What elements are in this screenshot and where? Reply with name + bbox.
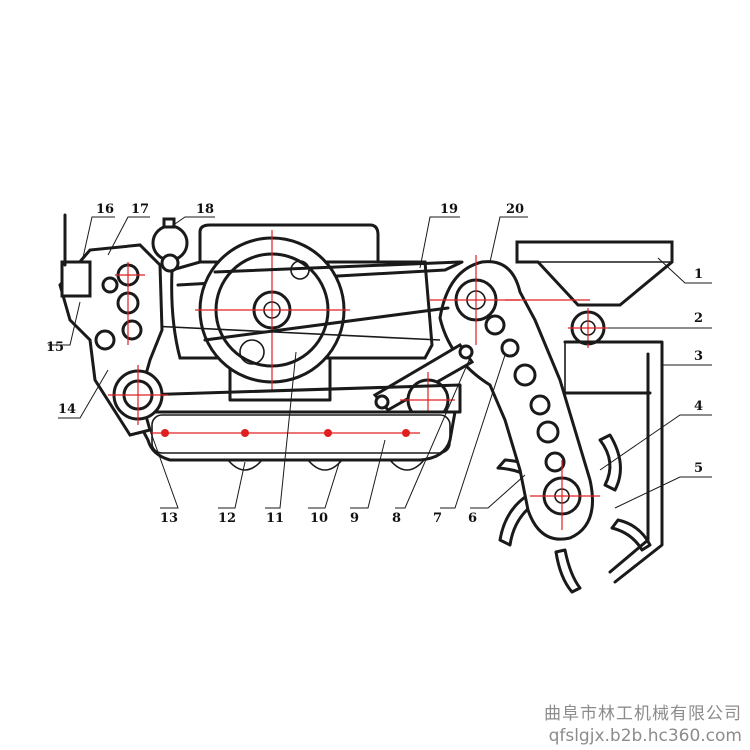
callout-10: 10 bbox=[310, 511, 328, 526]
callout-20: 20 bbox=[506, 202, 524, 217]
feed-roller bbox=[568, 308, 608, 348]
callout-4: 4 bbox=[694, 399, 703, 414]
callout-5: 5 bbox=[694, 461, 703, 476]
callout-3: 3 bbox=[694, 349, 703, 364]
hopper bbox=[515, 240, 674, 307]
callout-13: 13 bbox=[160, 511, 178, 526]
callout-7: 7 bbox=[433, 511, 442, 526]
callout-18: 18 bbox=[196, 202, 214, 217]
callout-19: 19 bbox=[440, 202, 458, 217]
callout-16: 16 bbox=[96, 202, 114, 217]
gauge-tank bbox=[151, 217, 189, 273]
callout-8: 8 bbox=[392, 511, 401, 526]
callout-11: 11 bbox=[266, 511, 284, 526]
callout-6: 6 bbox=[468, 511, 477, 526]
callout-2: 2 bbox=[694, 311, 703, 326]
watermark-company: 曲阜市林工机械有限公司 bbox=[544, 704, 742, 724]
watermark-url: qfslgjx.b2b.hc360.com bbox=[548, 726, 742, 746]
drive-belt bbox=[129, 260, 462, 342]
callout-12: 12 bbox=[218, 511, 236, 526]
inclined-conveyor bbox=[430, 255, 600, 541]
callout-15: 15 bbox=[46, 340, 64, 355]
flywheel bbox=[195, 230, 350, 390]
callout-1: 1 bbox=[694, 267, 703, 282]
connecting-rod bbox=[372, 343, 475, 428]
leader-lines bbox=[48, 216, 712, 509]
rear-assembly bbox=[58, 213, 168, 437]
callout-9: 9 bbox=[350, 511, 359, 526]
callout-14: 14 bbox=[58, 402, 76, 417]
callout-labels: 1 2 3 4 5 6 7 8 9 10 11 12 13 14 15 16 1… bbox=[46, 202, 703, 526]
callout-17: 17 bbox=[131, 202, 149, 217]
